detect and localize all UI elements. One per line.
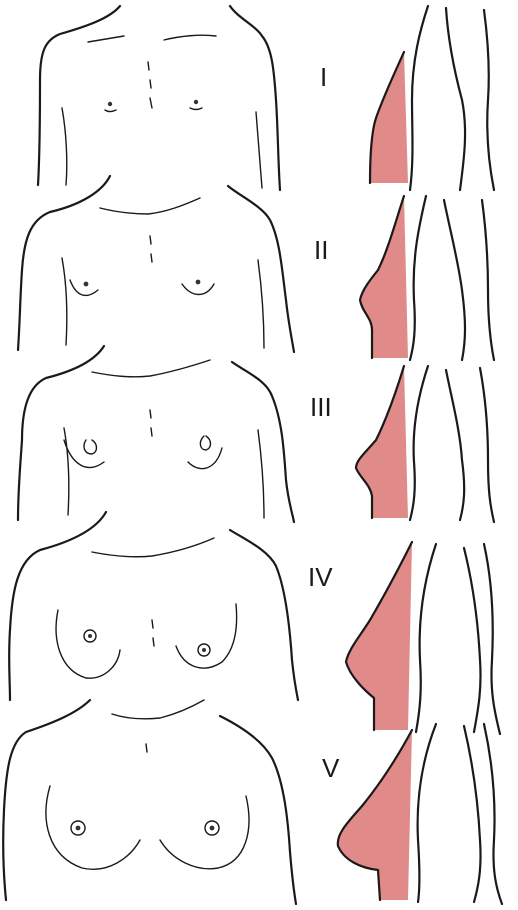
- stage-5-front-torso: [3, 700, 296, 904]
- stage-3-front-torso: [18, 346, 294, 522]
- stage-label-3: III: [310, 394, 332, 420]
- stage-label-4: IV: [308, 564, 333, 590]
- stage-2-front-torso: [18, 176, 294, 352]
- stage-5-side-profile: [338, 724, 502, 904]
- stage-2-breast-profile: [360, 196, 408, 358]
- stage-label-2: II: [314, 237, 328, 263]
- stage-1-side-profile: [370, 6, 494, 190]
- stage-3-breast-profile: [356, 366, 408, 518]
- stage-4-side-profile: [346, 542, 500, 734]
- stage-3-side-profile: [356, 366, 494, 522]
- stage-1-front-torso: [38, 6, 280, 190]
- stage-2-side-profile: [360, 196, 494, 360]
- stage-label-1: I: [320, 64, 327, 90]
- stage-label-5: V: [322, 755, 339, 781]
- stage-4-breast-profile: [346, 542, 412, 730]
- stage-4-front-torso: [9, 512, 298, 700]
- stage-5-breast-profile: [338, 730, 412, 900]
